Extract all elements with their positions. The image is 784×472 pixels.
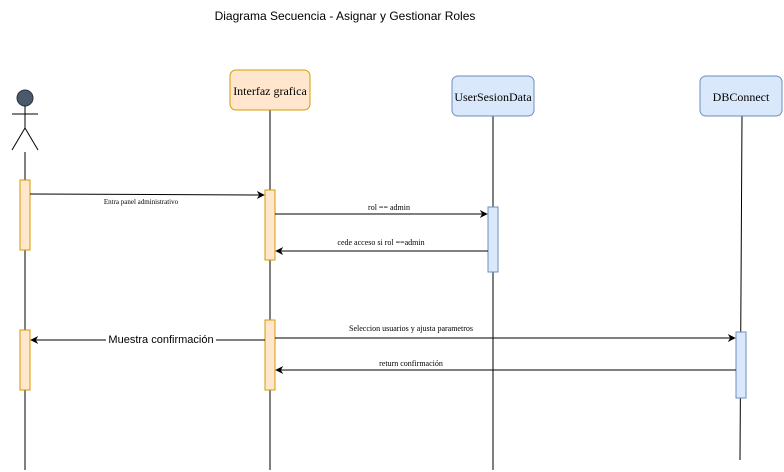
interfaz-activation-1 bbox=[264, 189, 276, 261]
interfaz-box[interactable] bbox=[229, 69, 311, 111]
message-seleccion-usuarios: Seleccion usuarios y ajusta parametros bbox=[275, 324, 736, 342]
message-muestra-confirmacion-label-bg bbox=[106, 332, 216, 346]
session-box[interactable] bbox=[451, 75, 535, 117]
session-activation bbox=[487, 206, 499, 273]
interfaz-label: Interfaz grafica bbox=[233, 84, 307, 98]
diagram-title: Diagrama Secuencia - Asignar y Gestionar… bbox=[215, 9, 476, 23]
message-entra-panel-label: Entra panel administrativo bbox=[104, 198, 179, 206]
interfaz-activation-2 bbox=[264, 319, 276, 391]
session-label: UserSesionData bbox=[454, 90, 532, 104]
message-seleccion-usuarios-label: Seleccion usuarios y ajusta parametros bbox=[349, 324, 473, 333]
message-cede-acceso-label: cede acceso si rol ==admin bbox=[337, 238, 424, 247]
message-rol-admin-label: rol == admin bbox=[368, 203, 410, 212]
actor-head bbox=[16, 89, 34, 107]
db-lifeline bbox=[739, 115, 743, 461]
message-muestra-confirmacion-label: Muestra confirmación bbox=[108, 334, 213, 346]
message-entra-panel-arrow bbox=[29, 190, 265, 199]
interfaz-participant[interactable]: Interfaz grafica bbox=[229, 69, 311, 111]
actor-left-leg bbox=[11, 127, 26, 151]
db-box[interactable] bbox=[699, 75, 783, 117]
message-return-confirmacion-label: return confirmación bbox=[379, 359, 443, 368]
db-label: DBConnect bbox=[713, 90, 770, 104]
db-participant[interactable]: DBConnect bbox=[699, 75, 783, 117]
actor-activation-1 bbox=[19, 179, 31, 251]
db-activation bbox=[735, 331, 747, 399]
message-muestra-confirmacion: Muestra confirmación bbox=[30, 332, 265, 346]
actor-right-leg bbox=[24, 127, 39, 151]
message-cede-acceso: cede acceso si rol ==admin bbox=[275, 238, 488, 255]
actor-activation-2 bbox=[19, 329, 31, 391]
message-rol-admin: rol == admin bbox=[275, 203, 488, 218]
actor-figure bbox=[11, 89, 39, 151]
message-entra-panel: Entra panel administrativo bbox=[29, 190, 265, 206]
message-return-confirmacion: return confirmación bbox=[275, 359, 736, 374]
session-participant[interactable]: UserSesionData bbox=[451, 75, 535, 117]
